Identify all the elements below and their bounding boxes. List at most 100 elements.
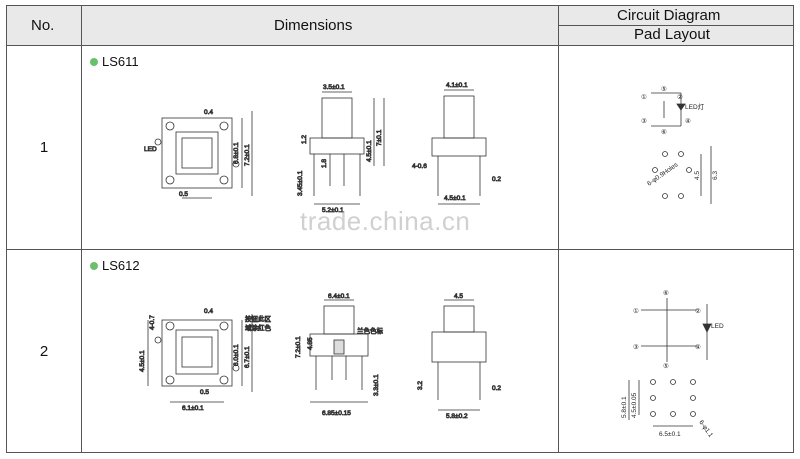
header-no-cell: No. [7,6,81,46]
dim-label: 域涂红色 [245,323,272,332]
dim-label: 6.4±0.1 [328,293,350,300]
dim-label: 6.1±0.1 [182,405,204,412]
dim-label: 7.2±0.1 [295,336,302,358]
pin-label: ② [695,307,701,315]
pin-label: ⑤ [661,85,667,93]
dim-label: 6-φ1.1 [697,419,714,439]
model-name: LS611 [102,54,139,69]
dimensions-cell: LS611 0.4 LED 6.8±0.1 7.2±0.1 0.5 [81,46,559,249]
dim-label: 1.2 [301,135,308,144]
model-label: LS612 [90,258,140,273]
ls612-top-body [161,319,233,387]
dim-label: 3.5±0.1 [323,84,345,91]
ls611-side2-cap [443,95,475,139]
ls612-circuit: ⑥ ① ② ③ ④ ⑤ LED 5.8±0.1 4.5±0.05 6.5±0.1… [621,289,724,439]
ls611-pin [219,121,229,131]
ls612-drawing: 4-0.7 0.4 按钮此区 域涂红色 4.5±0.1 6.0±0.1 6.7±… [139,293,502,421]
header-no: No. [31,17,55,34]
dim-label: 6.8±0.1 [233,142,240,164]
dim-label: 6.5±0.1 [659,431,681,438]
dim-label: 3.45±0.1 [297,170,304,196]
dim-label: 0.2 [492,176,501,183]
dim-label: 0.2 [492,385,501,392]
dim-label: 兰色色标 [357,326,384,335]
dim-label: 4.5±0.1 [366,140,373,162]
row-number: 2 [39,342,49,360]
pin-label: ② [677,93,683,101]
table-row-2: 2 LS612 4-0.7 0.4 按钮此区 域涂红色 [7,250,793,452]
dim-label: 4.85 [307,337,314,350]
pin-label: ⑥ [663,289,669,297]
dim-label: 5.2±0.1 [322,207,344,214]
pin-label: ① [641,93,647,101]
dim-label: 6.0±0.1 [233,344,240,366]
pin-label: ④ [685,117,691,125]
dim-label: 4-0.6 [412,163,427,170]
ls611-pin [165,175,175,185]
ls611-drawing: 0.4 LED 6.8±0.1 7.2±0.1 0.5 3.5±0.1 1.2 … [144,82,502,215]
ls611-pin [232,160,240,168]
model-name: LS612 [102,258,140,273]
dim-label: 按钮此区 [245,314,272,323]
dim-label: LED [144,146,157,153]
dim-label: 0.5 [179,191,188,198]
ls612-side-body [309,333,369,357]
watermark: trade.china.cn [300,206,471,236]
dim-label: 6.85±0.15 [322,410,351,417]
table-row-1: 1 LS611 0.4 LED 6.8±0.1 [7,46,793,250]
ls611-top-inner [181,137,213,169]
circuit-cell: ⑤ ① ② ③ ④ ⑥ LED灯 6-φ0.9Holes 4.5 6.3 [558,46,794,249]
header-dimensions-cell: Dimensions [81,6,558,46]
ls611-side-body [309,137,365,155]
dim-label: 4.5 [454,293,463,300]
model-label: LS611 [90,54,139,69]
dim-label: 4.1±0.1 [446,82,468,89]
spec-table: No. Dimensions Circuit Diagram Pad Layou… [6,5,794,453]
dim-label: 6.3 [712,171,719,180]
pin-label: ③ [633,343,639,351]
dim-label: 5.8±0.2 [446,413,468,420]
dim-label: 4.5 [694,171,701,180]
ls612-top-cap [175,329,219,375]
ls611-top-body [161,117,233,189]
led-label: LED灯 [685,102,705,111]
pin-label: ⑤ [663,362,669,370]
header-dimensions: Dimensions [274,17,353,34]
dim-label: 4.5±0.05 [631,392,638,418]
dim-label: 4-0.7 [149,315,156,330]
dim-label: 0.5 [200,389,209,396]
green-dot-icon [90,261,98,270]
ls611-side-cap [321,97,353,139]
circuit-cell: ⑥ ① ② ③ ④ ⑤ LED 5.8±0.1 4.5±0.05 6.5±0.1… [558,250,794,452]
ls611-circuit: ⑤ ① ② ③ ④ ⑥ LED灯 6-φ0.9Holes 4.5 6.3 [641,85,719,204]
ls612-side2-cap [443,305,475,333]
pin-label: ③ [641,117,647,125]
dim-label: 7±0.1 [376,129,383,146]
row-number: 1 [39,139,49,156]
pin-label: ① [633,307,639,315]
ls612-side2-body [431,331,487,363]
ls611-pin [165,121,175,131]
dim-label: 0.4 [204,308,213,315]
dim-label: 4.5±0.1 [444,195,466,202]
ls612-top-inner [181,336,213,368]
header-circuit-cell: Circuit Diagram Pad Layout [558,6,793,46]
ls611-side2-body [431,137,487,157]
pin-label: ④ [695,343,701,351]
ls612-side-cap [323,305,355,335]
ls611-pin [219,175,229,185]
dim-label: 5.8±0.1 [621,396,628,418]
pin-label: ⑥ [661,128,667,136]
header-circuit-diagram: Circuit Diagram [617,7,721,24]
dimensions-cell: LS612 4-0.7 0.4 按钮此区 域涂红色 4.5±0.1 6.0±0.… [81,250,559,452]
header-pad-layout: Pad Layout [634,26,710,43]
green-dot-icon [90,57,98,66]
dim-label: 3.2 [417,381,424,390]
ls611-pin [154,138,162,146]
dim-label: 6-φ0.9Holes [646,161,680,188]
dim-label: 6.7±0.1 [244,346,251,368]
dim-label: 3.3±0.1 [373,374,380,396]
dim-label: 1.8 [321,159,328,168]
led-label: LED [711,323,724,330]
dim-label: 0.4 [204,109,213,116]
